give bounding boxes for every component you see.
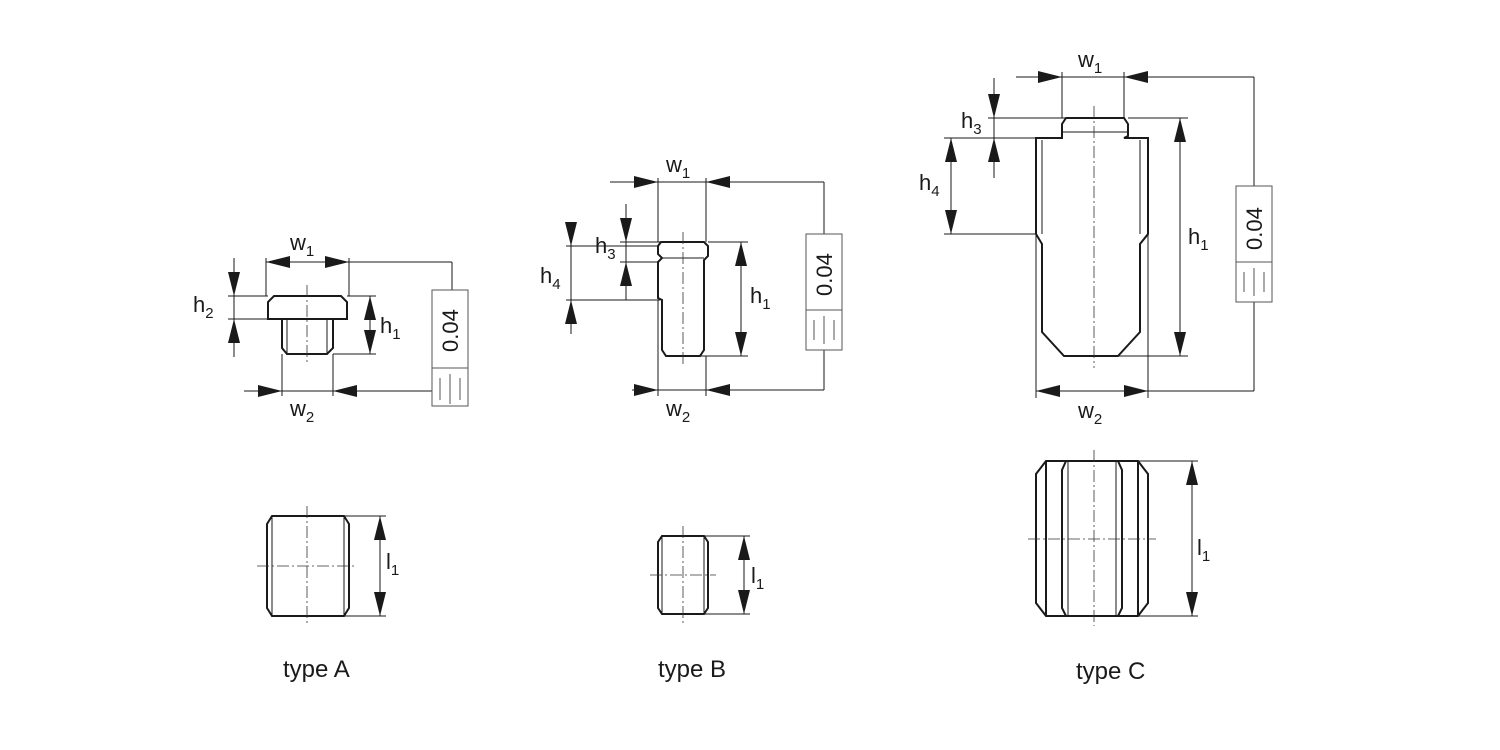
type-a-drawing: w1 h2 h1 w2 0.04 — [193, 230, 469, 683]
type-c-h4-label: h4 — [919, 170, 940, 200]
type-a-part-outline — [267, 295, 348, 320]
type-b-part-outline — [657, 241, 709, 357]
type-c-side-view — [1035, 460, 1149, 617]
type-b-h4-label: h4 — [540, 263, 561, 293]
type-b-drawing: w1 h3 h4 h1 w2 0.04 — [540, 152, 843, 683]
type-b-h1-label: h1 — [750, 283, 771, 313]
type-a-h1-label: h1 — [380, 313, 401, 343]
type-a-h2-label: h2 — [193, 292, 214, 322]
type-c-drawing: w1 h3 h4 h1 w2 0.04 — [919, 47, 1273, 685]
type-c-h3-label: h3 — [961, 108, 982, 138]
type-b-h3-label: h3 — [595, 233, 616, 263]
type-a-symmetry-icon — [439, 374, 461, 404]
type-b-symmetry-icon — [813, 316, 835, 344]
type-c-w2-label: w2 — [1077, 398, 1102, 428]
type-a-part-stem — [281, 319, 334, 355]
type-a-caption: type A — [283, 656, 350, 683]
type-b-w2-label: w2 — [665, 396, 690, 426]
type-a-tolerance-value: 0.04 — [438, 309, 463, 352]
type-b-tolerance-value: 0.04 — [812, 253, 837, 296]
type-c-h1-label: h1 — [1188, 224, 1209, 254]
type-b-caption: type B — [658, 656, 726, 683]
type-b-w1-label: w1 — [665, 152, 690, 182]
type-c-tolerance-value: 0.04 — [1242, 207, 1267, 250]
type-a-w1-label: w1 — [289, 230, 314, 260]
type-a-l1-label: l1 — [386, 549, 399, 579]
type-c-caption: type C — [1076, 658, 1145, 685]
type-c-symmetry-icon — [1243, 268, 1265, 296]
type-c-w1-label: w1 — [1077, 47, 1102, 77]
type-c-part-outline — [1035, 117, 1149, 357]
type-a-w2-label: w2 — [289, 396, 314, 426]
type-b-l1-label: l1 — [751, 563, 764, 593]
type-c-l1-label: l1 — [1197, 535, 1210, 565]
